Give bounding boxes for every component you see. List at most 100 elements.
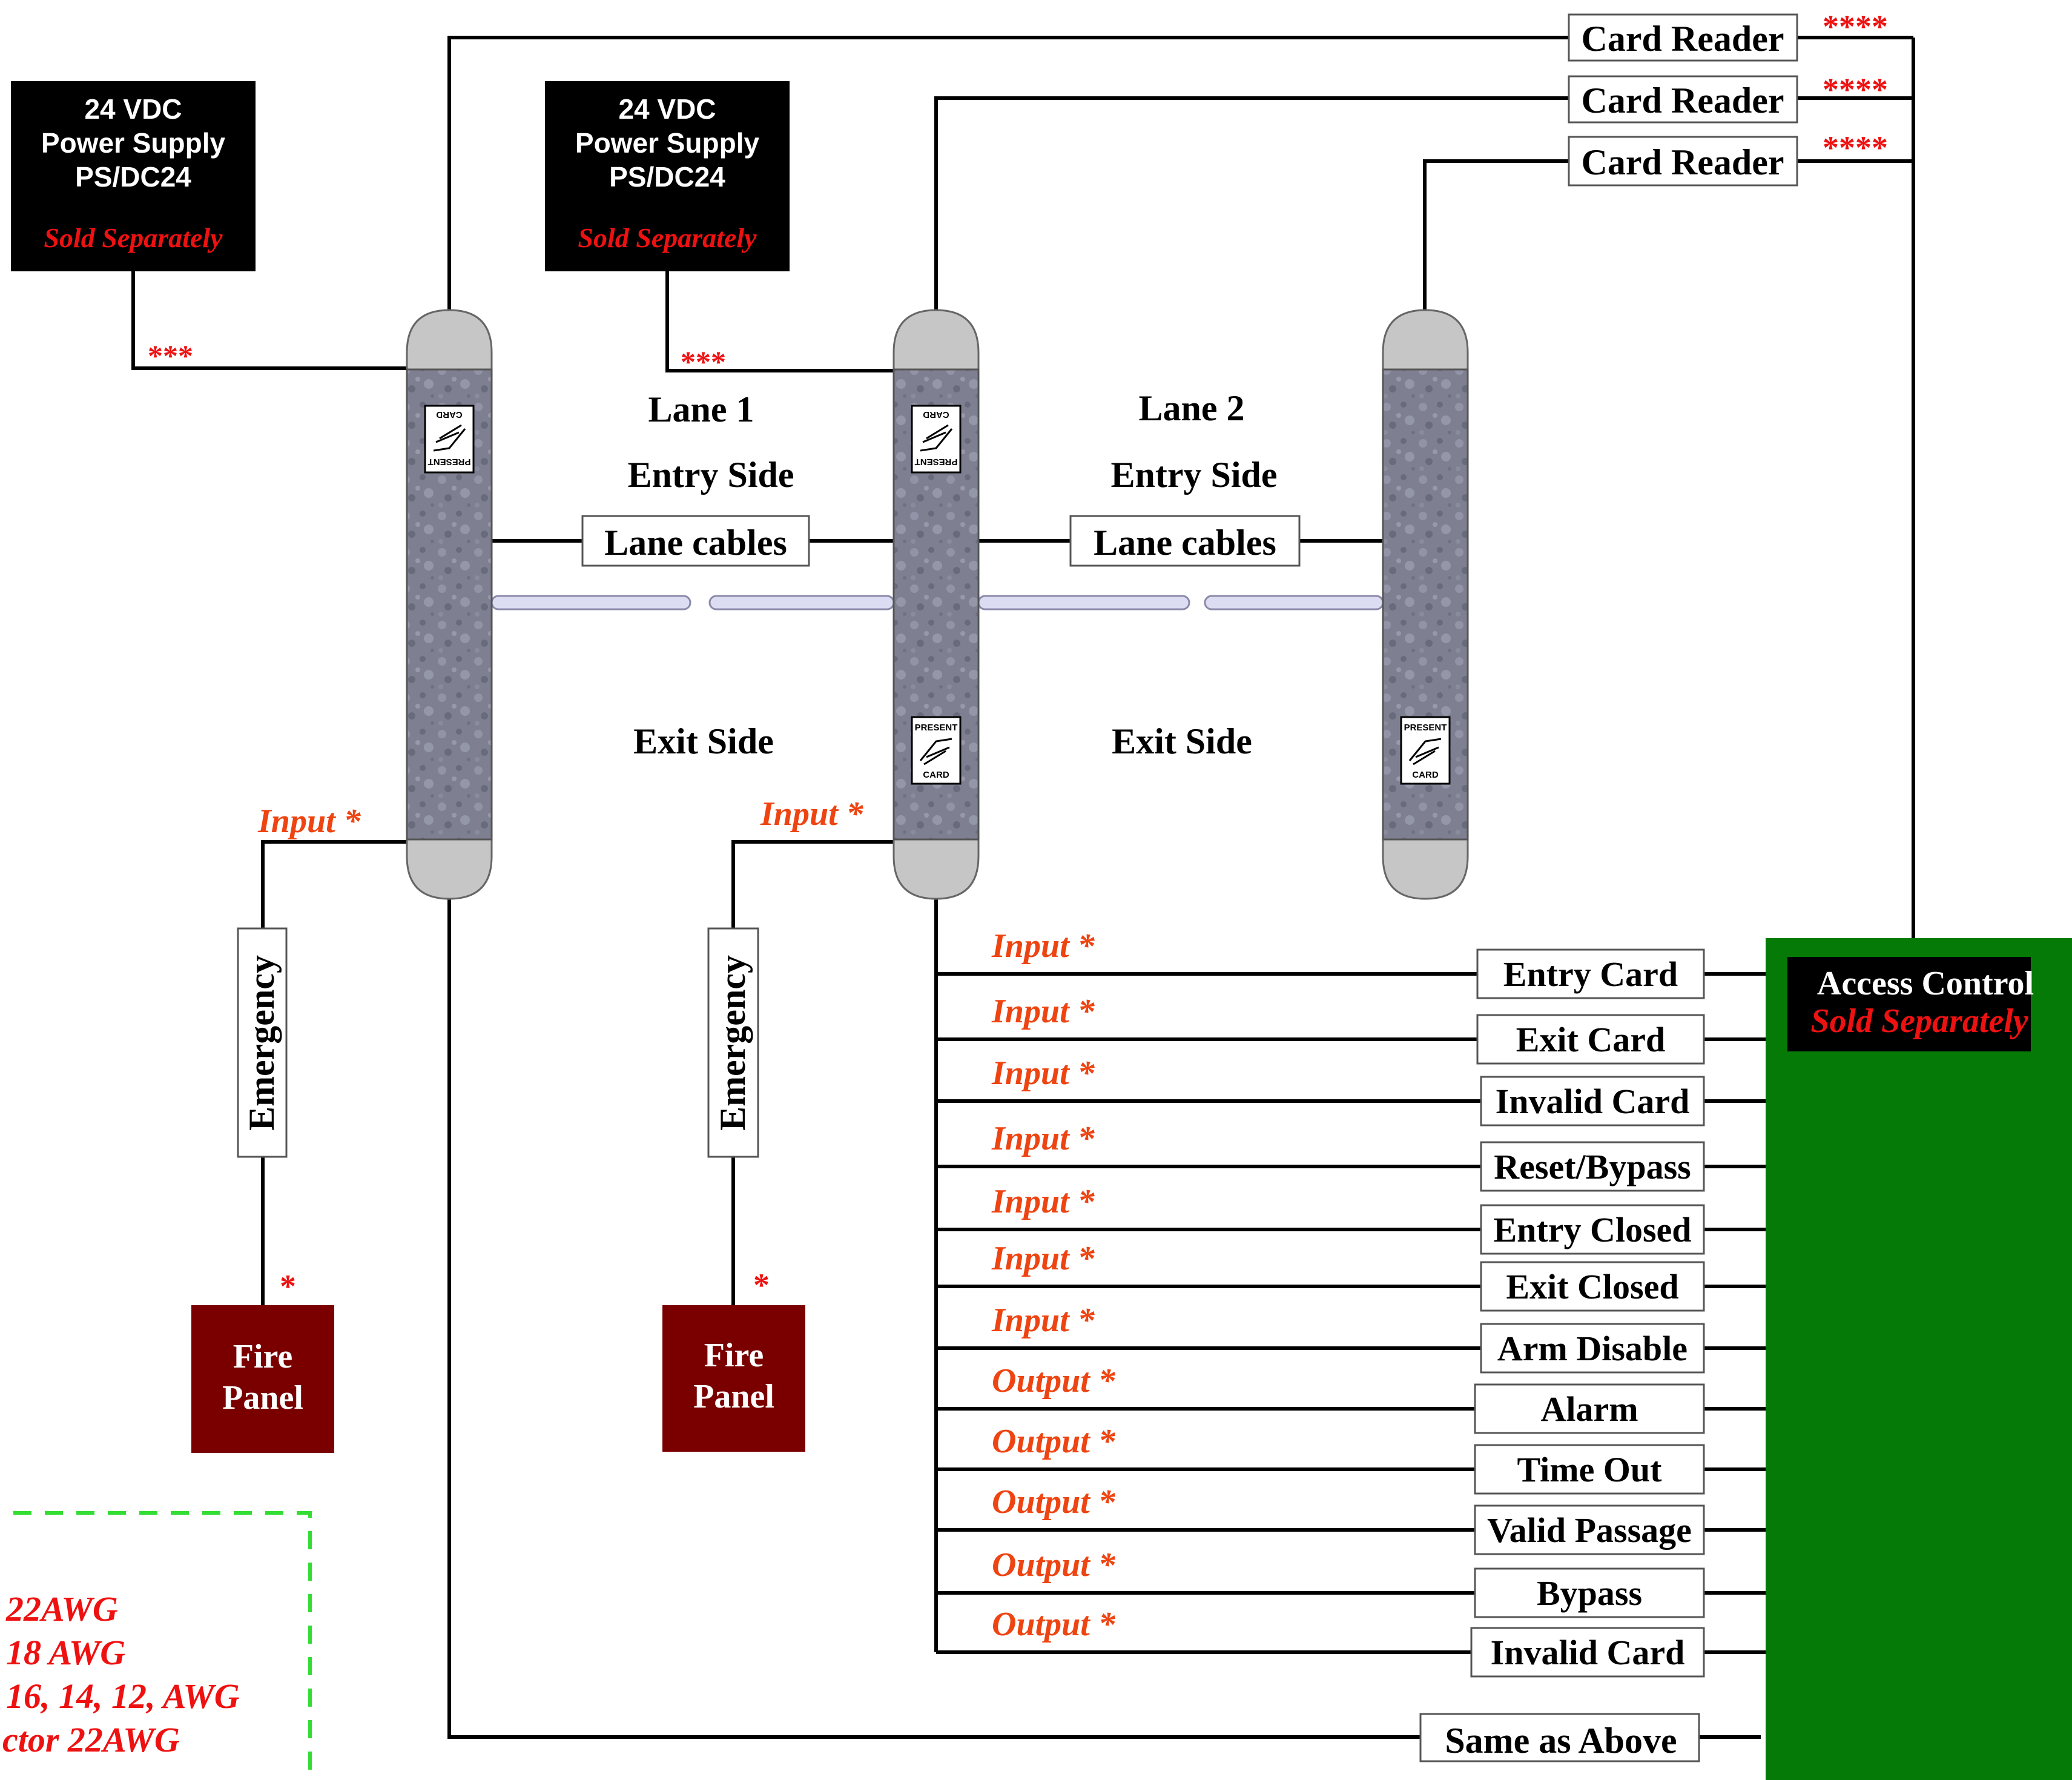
io-row: Alarm Output * [936,1362,1766,1434]
same-as-above-wire [447,899,1420,1739]
power-supply-1-wire-note: *** [148,339,193,372]
lane-1-entry-side: Entry Side [627,455,794,495]
lane-2-cables-label: Lane cables [1094,523,1276,563]
io-row: Exit Card Input * [936,993,1766,1065]
lane-2-beam-a [977,595,1190,610]
fire-panel-2-note: * [753,1267,770,1303]
sign-bottom-text: CARD [436,409,462,420]
access-control-title: Access Control [1817,965,2034,1002]
io-row: Reset/Bypass Input * [936,1120,1766,1192]
io-signal-type: Output * [992,1362,1116,1400]
power-supply-2-line3: PS/DC24 [609,161,725,193]
io-signal-type: Input * [991,927,1095,965]
hand-card-icon [919,738,952,766]
sign-top-text: PRESENT [1404,723,1447,733]
legend-item-3: 16, 14, 12, AWG [6,1676,240,1716]
lane-1-cables: Lane cables [581,515,810,567]
io-signal-label: Reset/Bypass [1494,1147,1691,1186]
card-reader-3-note: **** [1823,130,1888,166]
pedestal-cap-bottom [406,838,493,900]
lane-1-beam-a [490,595,691,610]
io-signal-type: Input * [991,993,1095,1030]
hand-card-icon [1408,738,1442,766]
fire-panel-1: Fire Panel [191,1305,334,1453]
card-reader-3: Card Reader **** [1568,130,1888,187]
wires [131,36,1915,1739]
power-supply-1-line2: Power Supply [41,127,226,159]
pedestal-cap-bottom [892,838,980,900]
io-signal-label: Exit Card [1516,1020,1666,1059]
io-signal-type: Input * [991,1120,1095,1157]
power-supply-2-wire-note: *** [681,345,726,379]
emergency-1-wire-top [261,840,407,928]
io-signal-box [1480,1076,1705,1127]
lane-2-title: Lane 2 [1138,388,1244,428]
emergency-2-input: Input * [760,795,864,833]
lane-1-beam-b [708,595,895,610]
io-signal-box [1476,948,1705,999]
io-row: Entry Card Input * [936,927,1766,999]
access-control: Access Control Sold Separately [1766,938,2072,1780]
wire-gauge-legend: 22AWG 18 AWG 16, 14, 12, AWG ctor 22AWG [2,1511,312,1780]
sign-top-text: PRESENT [428,457,471,467]
io-signal-label: Alarm [1540,1389,1638,1429]
card-reader-3-wire [1423,159,1569,310]
power-supply-1-line1: 24 VDC [84,93,182,125]
power-supply-2-line1: 24 VDC [618,93,716,125]
legend-item-2: 18 AWG [6,1633,125,1672]
fire-panel-2: Fire Panel [662,1305,805,1452]
card-reader-1-wire [447,36,1569,310]
sign-bottom-text: CARD [923,770,949,780]
pedestal-cap-top [1382,309,1469,371]
io-row: Valid Passage Output * [936,1483,1766,1555]
power-supply-2-note: Sold Separately [578,222,757,253]
lane-2-exit-side: Exit Side [1112,721,1252,761]
lane-1-exit-side: Exit Side [633,721,774,761]
io-signal-box [1480,1323,1705,1374]
card-reader-3-label: Card Reader [1582,142,1784,182]
io-signal-box [1480,1141,1705,1192]
emergency-1-label: Emergency [242,955,282,1131]
io-signal-box [1474,1504,1705,1555]
io-signal-label: Invalid Card [1491,1633,1685,1672]
pedestal-1: PRESENT CARD [406,309,493,900]
io-signal-type: Input * [991,1240,1095,1277]
present-card-sign: PRESENT CARD [911,716,962,785]
sign-top-text: PRESENT [915,457,958,467]
legend-item-1: 22AWG [5,1589,118,1629]
io-signal-box [1480,1261,1705,1312]
io-signal-type: Output * [992,1546,1116,1584]
fire-panel-2-line2: Panel [693,1378,774,1415]
io-signal-type: Input * [991,1302,1095,1339]
sign-top-text: PRESENT [915,723,958,733]
io-signal-label: Arm Disable [1497,1329,1688,1368]
access-control-note: Sold Separately [1810,1002,2028,1040]
power-supply-1-line3: PS/DC24 [75,161,191,193]
card-reader-1: Card Reader **** [1568,8,1888,62]
io-signal-label: Valid Passage [1487,1510,1692,1550]
io-signal-label: Invalid Card [1496,1082,1690,1121]
io-row: Arm Disable Input * [936,1302,1766,1374]
card-reader-2-wire [934,96,1569,310]
power-supply-2-line2: Power Supply [575,127,760,159]
lane-2-cables: Lane cables [1069,515,1301,567]
pedestal-cap-bottom [1382,838,1469,900]
io-signal-type: Output * [992,1606,1116,1643]
emergency-2: Emergency [707,927,759,1158]
emergency-2-label: Emergency [713,955,753,1131]
card-reader-1-note: **** [1823,8,1888,45]
card-reader-2: Card Reader **** [1568,71,1888,124]
io-signal-label: Entry Card [1503,955,1678,994]
io-signal-type: Output * [992,1483,1116,1521]
io-signal-label: Time Out [1517,1450,1663,1489]
